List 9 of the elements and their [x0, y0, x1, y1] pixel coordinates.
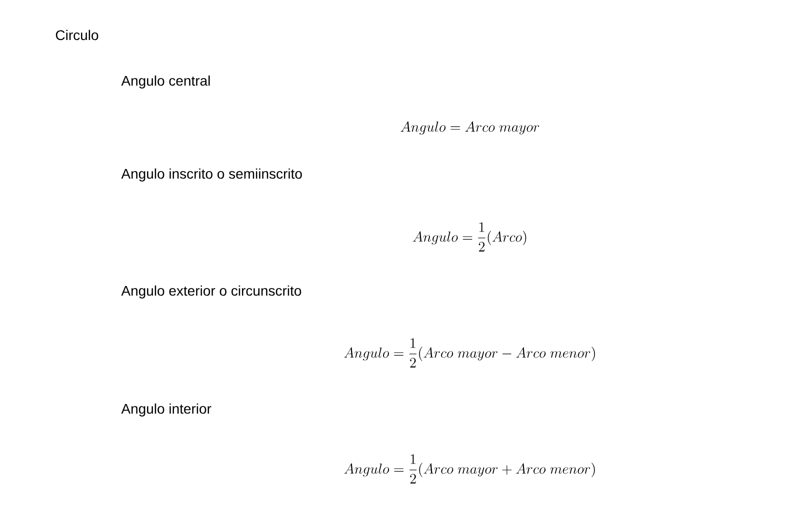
heading-text: Angulo exterior o circunscrito: [121, 285, 302, 299]
heading-text: Angulo inscrito o semiinscrito: [121, 168, 302, 182]
heading-text: Angulo interior: [121, 403, 212, 417]
heading-text: Angulo central: [121, 75, 210, 89]
formula: $Angulo = \frac{1}{2}(Arco\ mayor + Arco\ menor)$: [344, 454, 595, 484]
formula: $Angulo = \frac{1}{2}(Arco\ mayor - Arco\ menor)$: [344, 338, 595, 368]
formula: $Angulo = \frac{1}{2}(Arco)$: [412, 222, 526, 252]
heading-text: Circulo: [56, 30, 98, 40]
formula: $Angulo = Arco\ mayor$: [400, 121, 540, 135]
